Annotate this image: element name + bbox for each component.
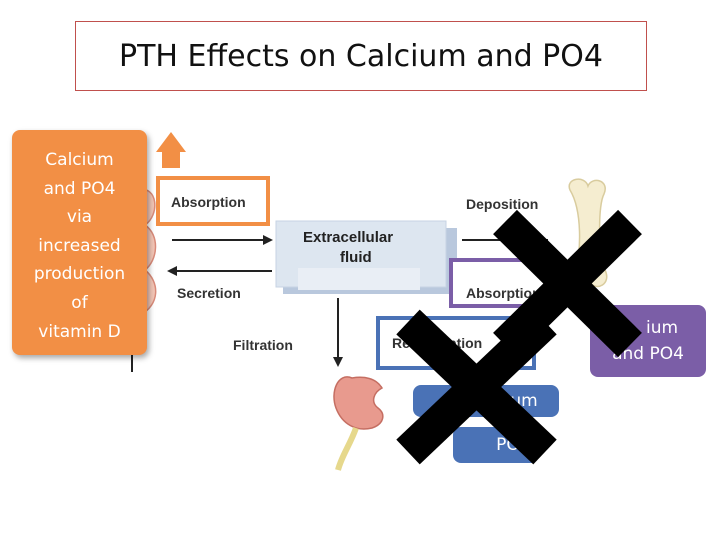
label-absorption-right: Absorption (466, 285, 541, 301)
bone-shape (568, 178, 608, 290)
orange-line: Calcium (45, 150, 114, 170)
ureter-shape (335, 426, 359, 471)
orange-line: via (66, 207, 93, 228)
label-fluid: fluid (340, 249, 372, 266)
orange-line: production (33, 264, 126, 285)
kidney-callout-bottom: PO (453, 427, 539, 463)
vitamin-d-callout: Calcium and PO4 via increased production… (12, 130, 147, 355)
label-absorption-left: Absorption (171, 194, 246, 210)
label-deposition: Deposition (466, 196, 538, 212)
up-arrow-icon (156, 132, 186, 168)
label-filtration: Filtration (233, 337, 293, 353)
label-secretion: Secretion (177, 285, 241, 301)
label-extracellular: Extracellular (303, 229, 393, 246)
orange-line: and PO4 (43, 178, 116, 199)
label-reabsorption: Reabsorption (392, 335, 482, 351)
ecf-inner-band (298, 268, 420, 290)
purple-line: ium (645, 318, 679, 338)
absorption-highlight (156, 176, 270, 226)
purple-line: and PO4 (612, 344, 684, 364)
kidney-shape (333, 376, 384, 430)
orange-line: vitamin D (38, 321, 121, 342)
bone-callout: ium and PO4 (590, 305, 706, 377)
orange-line: increased (38, 235, 121, 256)
slide-title: PTH Effects on Calcium and PO4 (75, 21, 647, 91)
orange-line: of (71, 292, 88, 313)
kidney-callout-top: um (413, 385, 559, 417)
